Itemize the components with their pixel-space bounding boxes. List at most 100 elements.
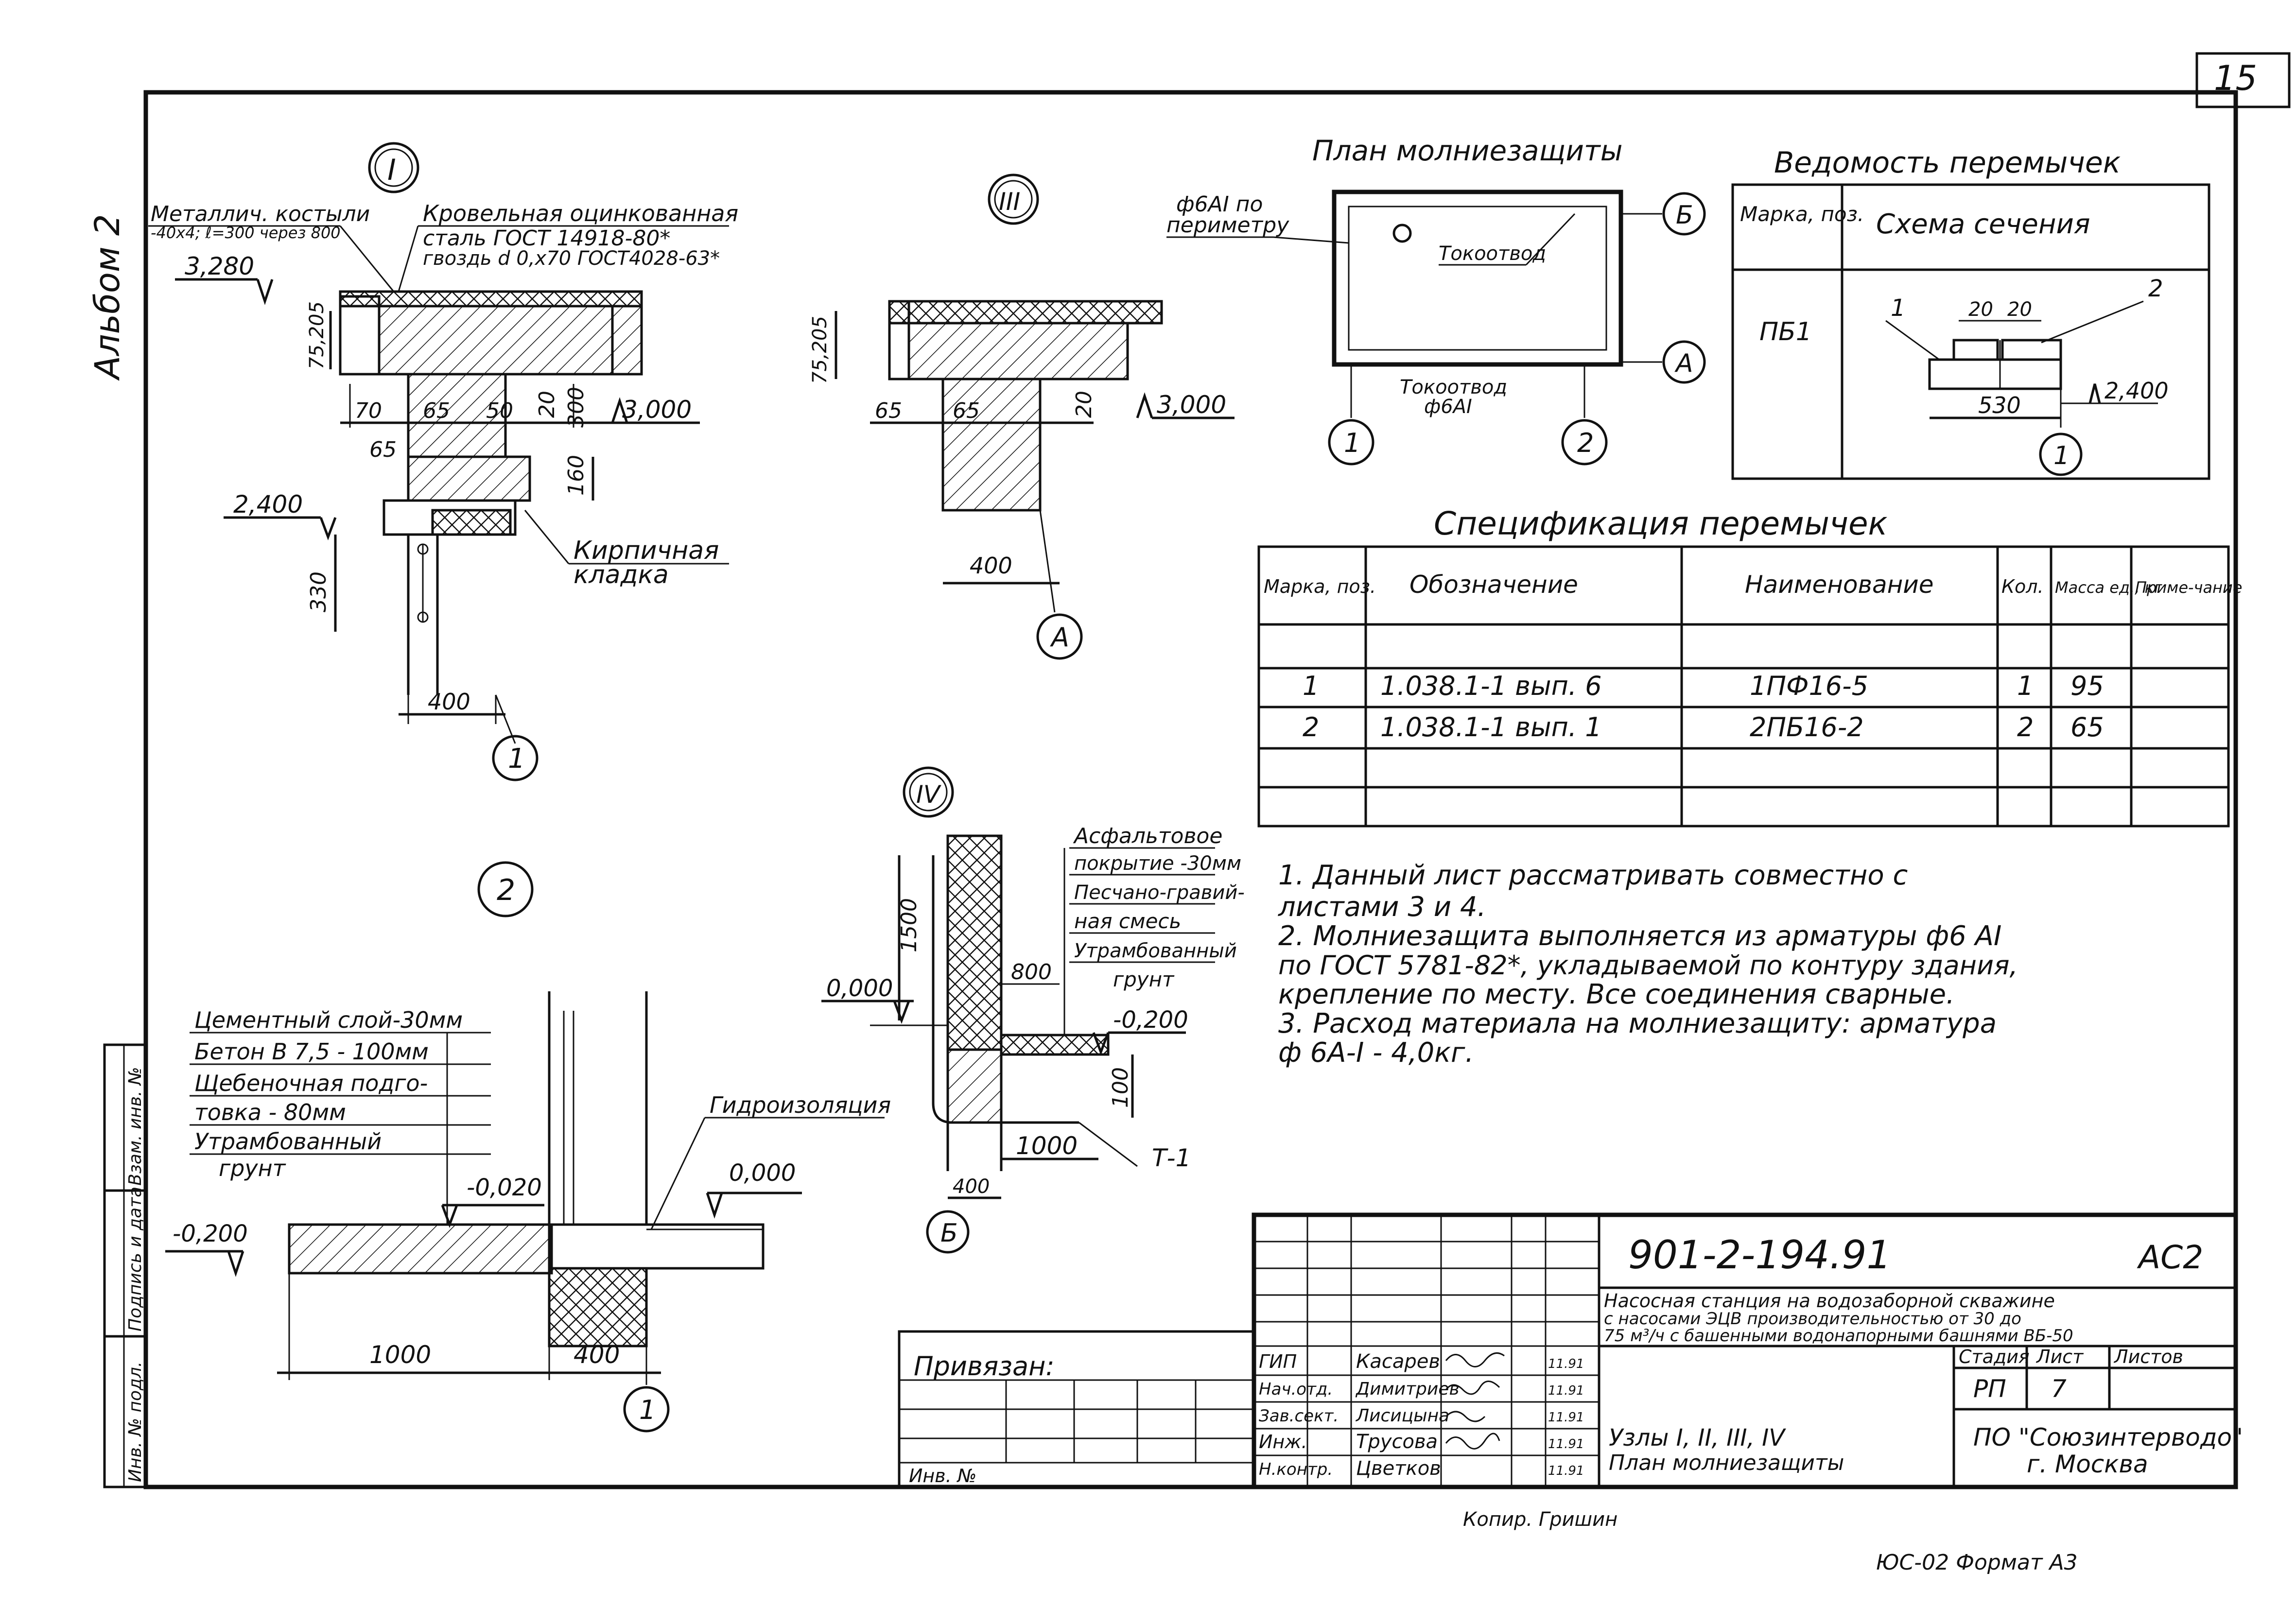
node-1-callout-roof: Кровельная оцинкованная — [423, 200, 738, 226]
titleblock-project-2: с насосами ЭЦВ производительностью от 30… — [1604, 1309, 2021, 1329]
titleblock-sheet-code: АС2 — [2137, 1239, 2203, 1276]
node-1-axis — [492, 735, 539, 781]
signatures — [1445, 1352, 1505, 1450]
lintel-schedule: Ведомость перемычек Марка, поз. Схема се… — [1731, 146, 2210, 480]
note-2-line-2: по ГОСТ 5781-82*, укладываемой по контур… — [1278, 950, 2018, 981]
node-1-dim-400: 400 — [428, 689, 470, 715]
title-block — [898, 1212, 2238, 1489]
svg-text:Б: Б — [1676, 201, 1693, 230]
plan-axis-2 — [1561, 419, 1608, 466]
spec-cell: 1 — [2017, 671, 2034, 701]
svg-text:III: III — [999, 188, 1020, 216]
vedomost-lbl-1: 1 — [1891, 294, 1906, 322]
svg-text:1: 1 — [2053, 441, 2070, 470]
copy-note: Копир. Гришин — [1463, 1508, 1618, 1531]
spec-header-qty: Кол. — [2001, 576, 2044, 597]
node-1-callout-roof-2: сталь ГОСТ 14918-80* — [423, 226, 670, 251]
side-stamp-sign: Подпись и дата — [125, 1187, 145, 1331]
titleblock-sheet: 7 — [2051, 1375, 2067, 1403]
node-1-brick-2: кладка — [574, 560, 669, 589]
node-1-dim-160: 160 — [564, 455, 589, 496]
plan-perimeter-2: периметру — [1166, 213, 1289, 238]
node-1-dim-70: 70 — [355, 398, 382, 423]
node-1-mark-low: 2,400 — [233, 490, 303, 518]
spec-row-2: 2 1.038.1-1 вып. 1 2ПБ16-2 2 65 — [1303, 712, 2104, 743]
spec-row-1: 1 1.038.1-1 вып. 6 1ПФ16-5 1 95 — [1303, 671, 2104, 701]
node-2-hydro: Гидроизоляция — [710, 1092, 891, 1118]
titleblock-role-1: ГИП — [1259, 1351, 1297, 1372]
svg-text:1: 1 — [508, 743, 525, 775]
node-1-dim-65b: 65 — [369, 437, 397, 462]
node-3-dim-65b: 65 — [953, 398, 980, 423]
plan-tokootvod-top: Токоотвод — [1439, 242, 1546, 265]
node-2-layer-4: Утрамбованный — [194, 1128, 382, 1155]
side-stamp-replace: Взам. инв. № — [125, 1067, 145, 1186]
spec-header-mark: Марка, поз. — [1264, 576, 1376, 597]
node-4-dim-1500: 1500 — [897, 898, 922, 952]
titleblock-name-5: Цветков — [1356, 1457, 1441, 1480]
vedomost-row-mark: ПБ1 — [1759, 317, 1812, 346]
spec-cell: 65 — [2070, 712, 2104, 743]
spec-cell: 95 — [2070, 671, 2104, 701]
titleblock-name-3: Лисицына — [1355, 1406, 1449, 1426]
plan-axis-1 — [1328, 419, 1374, 466]
node-1-marker — [368, 142, 419, 193]
node-3-dim-65a: 65 — [875, 398, 902, 423]
format-note: ЮС-02 Формат А3 — [1876, 1550, 2078, 1575]
node-3-detail: III 75,205 65 65 20 3,000 400 А — [809, 173, 1235, 660]
album-label: Альбом 2 — [87, 214, 127, 381]
node-2-layer-3b: товка - 80мм — [194, 1099, 346, 1125]
titleblock-org-1: ПО "Союзинтерводо" — [1973, 1423, 2243, 1451]
node-4-marker — [903, 766, 954, 818]
spec-header-mass: Масса ед., кг — [2055, 578, 2162, 597]
titleblock-sheet-h: Лист — [2035, 1346, 2084, 1367]
svg-text:1: 1 — [1344, 428, 1360, 458]
node-1-dim-330: 330 — [306, 571, 331, 612]
node-4-layer-2b: ная смесь — [1074, 909, 1181, 933]
node-2-mark-m200: -0,200 — [173, 1220, 248, 1247]
node-4-detail: IV 1500 0,000 800 -0,200 100 1000 Т-1 40… — [821, 766, 1245, 1254]
node-1-mark-top: 3,280 — [185, 252, 254, 280]
vedomost-lbl-2: 2 — [2148, 275, 2163, 302]
titleblock-project-3: 75 м³/ч с башенными водонапорными башням… — [1604, 1326, 2073, 1346]
svg-text:2: 2 — [497, 873, 515, 907]
side-stamp-inv: Инв. № подл. — [125, 1362, 145, 1482]
plan-tokootvod-bot-1: Токоотвод — [1400, 376, 1507, 398]
titleblock-date-2: 11.91 — [1548, 1383, 1584, 1398]
node-2-layer-4b: грунт — [219, 1155, 286, 1181]
node-1-dim-20: 20 — [535, 391, 559, 418]
svg-text:2: 2 — [1577, 428, 1594, 458]
spec-cell: 2 — [1303, 712, 1319, 743]
svg-text:А: А — [1674, 349, 1693, 378]
node-3-dim-20: 20 — [1072, 391, 1096, 418]
titleblock-date-1: 11.91 — [1548, 1357, 1584, 1371]
svg-text:I: I — [387, 153, 396, 187]
node-3-mark: 3,000 — [1157, 391, 1226, 419]
svg-text:1: 1 — [639, 1395, 656, 1425]
page-number: 15 — [2214, 58, 2257, 98]
titleblock-name-2: Димитриев — [1355, 1379, 1460, 1399]
page-number-box — [2195, 52, 2291, 108]
spec-header-code: Обозначение — [1409, 570, 1578, 599]
titleblock-code: 901-2-194.91 — [1628, 1232, 1891, 1278]
titleblock-stage: РП — [1973, 1375, 2006, 1403]
vedomost-axis — [2039, 432, 2083, 476]
node-4-dim-800: 800 — [1011, 960, 1052, 985]
spec-headers: Марка, поз. Обозначение Наименование Кол… — [1264, 570, 2242, 599]
node-1-dim-50: 50 — [486, 398, 513, 423]
node-4-mark-000: 0,000 — [826, 975, 893, 1002]
plan-title: План молниезащиты — [1312, 134, 1622, 167]
titleblock-inv: Инв. № — [909, 1465, 976, 1486]
svg-text:Б: Б — [940, 1219, 958, 1248]
node-1-callout-metal: Металлич. костыли — [151, 202, 370, 226]
spec-header-note: Приме-чание — [2135, 578, 2242, 597]
node-2-mark-000: 0,000 — [729, 1159, 796, 1187]
node-4-dim-1000: 1000 — [1016, 1132, 1078, 1160]
node-2-mark-m020: -0,020 — [467, 1174, 542, 1201]
node-4-mark-m200: -0,200 — [1113, 1006, 1188, 1034]
node-1-callout-roof-3: гвоздь d 0,х70 ГОСТ4028-63* — [423, 247, 720, 270]
titleblock-name-4: Трусова — [1356, 1431, 1438, 1453]
vedomost-col-scheme: Схема сечения — [1876, 208, 2090, 240]
node-4-label-t1: Т-1 — [1152, 1144, 1191, 1172]
